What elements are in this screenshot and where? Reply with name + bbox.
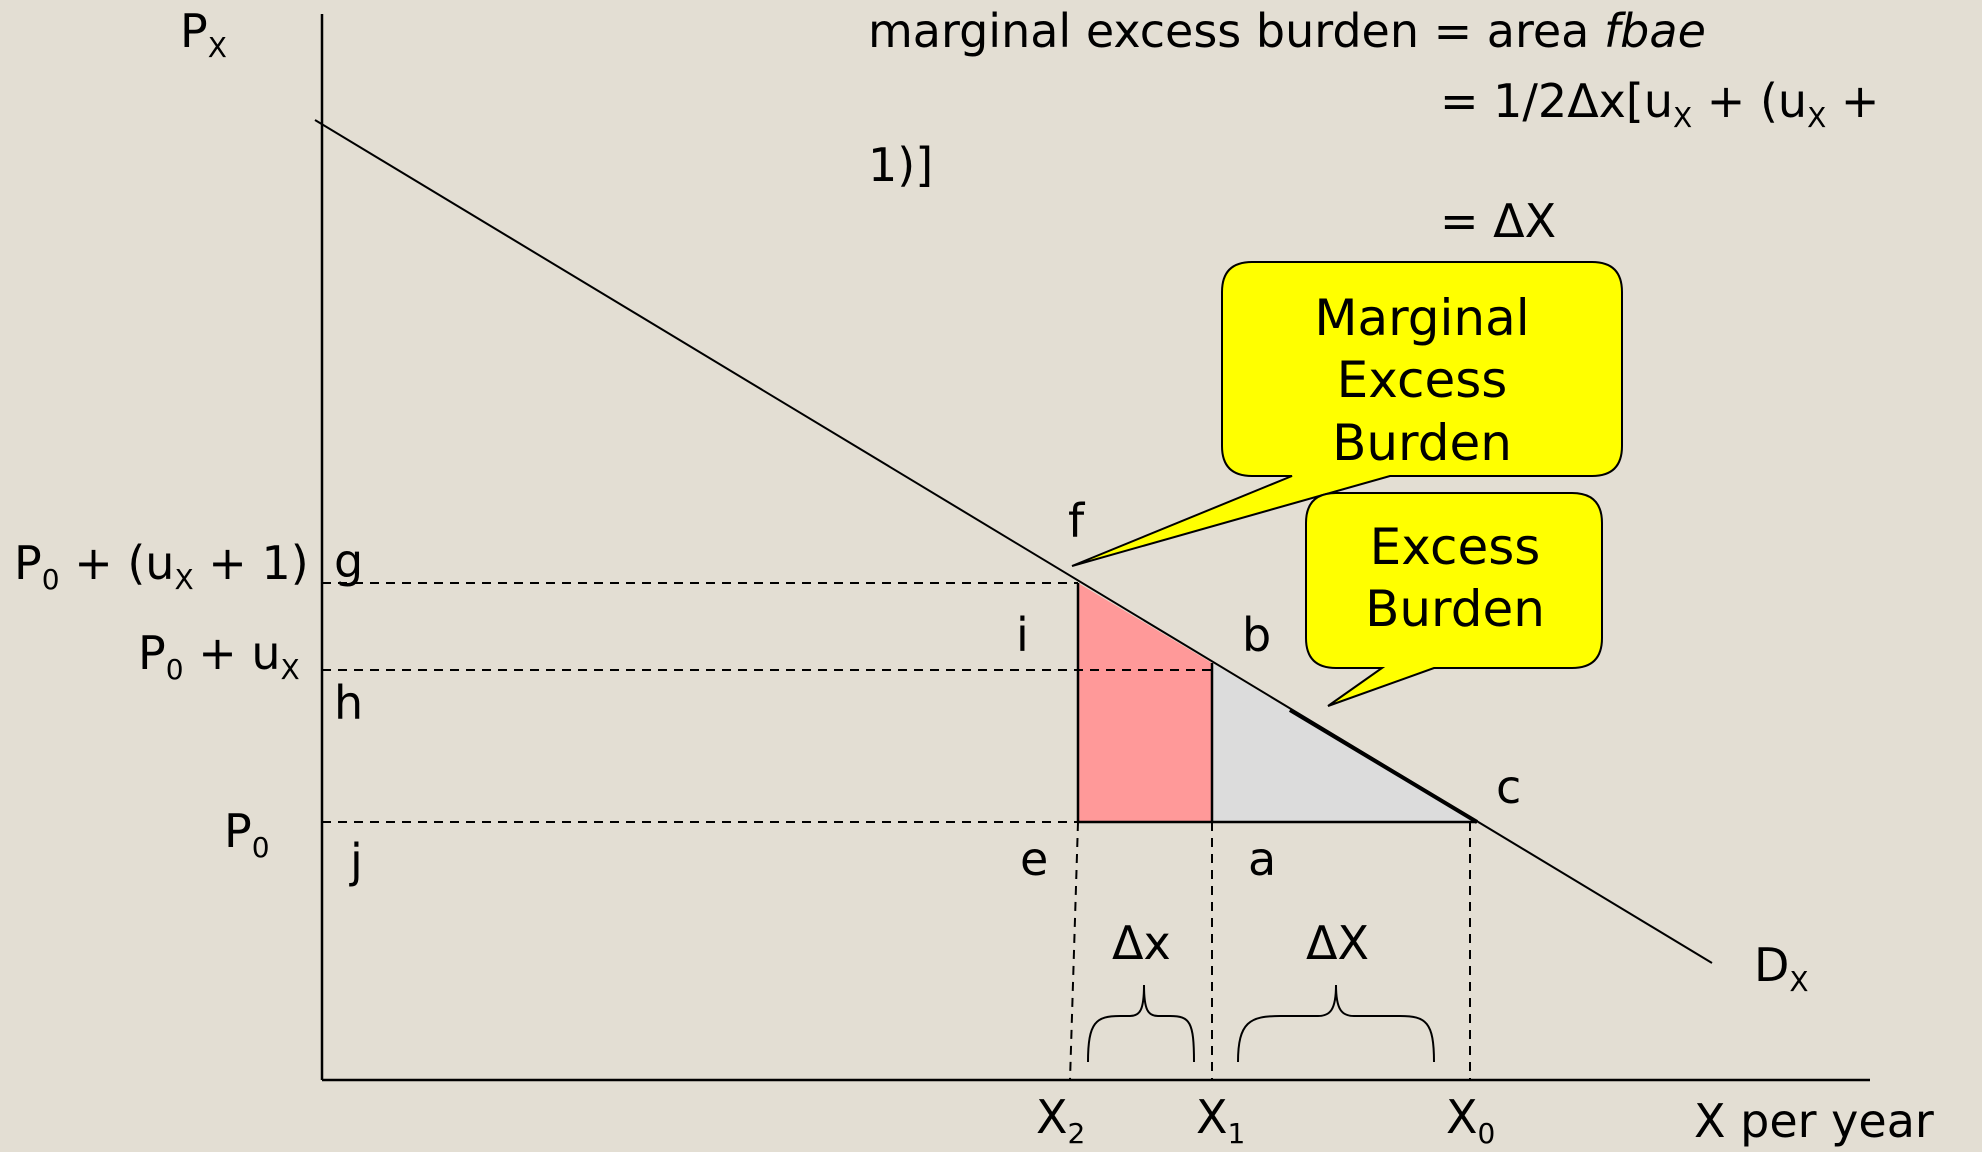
point-label-g: g [334, 534, 364, 588]
callout-marginal-line2: Excess [1337, 351, 1508, 409]
callout-excess-burden [1305, 492, 1603, 707]
quantity-label-x1: X1 [1196, 1090, 1246, 1151]
point-label-c: c [1496, 760, 1522, 814]
quantity-label-x2: X2 [1036, 1090, 1086, 1151]
point-label-e: e [1020, 832, 1049, 886]
point-label-b: b [1242, 608, 1272, 662]
delta-large-label: ΔX [1306, 916, 1369, 970]
price-label-mid: P0 + uX [138, 626, 300, 687]
guide-x2 [1069, 821, 1079, 1081]
price-label-low: P0 [224, 804, 270, 865]
delta-small-label: Δx [1112, 916, 1171, 970]
price-label-high: P0 + (uX + 1) [14, 536, 309, 597]
quantity-label-x0: X0 [1446, 1090, 1496, 1151]
formula-line1: marginal excess burden = area fbae [868, 4, 1706, 58]
formula-line2: = 1/2Δx[uX + (uX + [1440, 74, 1880, 135]
point-label-f: f [1068, 494, 1085, 548]
formula-line3: 1)] [868, 138, 934, 192]
brace-small-delta [1087, 984, 1195, 1063]
point-label-j: j [350, 834, 363, 888]
formula-line4: = ΔX [1440, 194, 1557, 248]
y-axis-label: PX [180, 4, 227, 65]
point-label-i: i [1016, 608, 1029, 662]
callout-marginal-line3: Burden [1332, 414, 1512, 472]
callout-excess-line1: Excess [1370, 518, 1541, 576]
demand-curve [314, 119, 1713, 964]
brace-large-delta [1237, 984, 1435, 1063]
demand-curve-label: DX [1754, 938, 1809, 999]
callout-marginal-excess-burden [1071, 261, 1623, 567]
point-label-h: h [334, 676, 364, 730]
marginal-excess-burden-area [1078, 583, 1212, 822]
callout-excess-line2: Burden [1365, 580, 1545, 638]
point-label-a: a [1248, 832, 1277, 886]
callout-marginal-line1: Marginal [1314, 289, 1529, 347]
x-axis-label: X per year [1694, 1094, 1934, 1148]
